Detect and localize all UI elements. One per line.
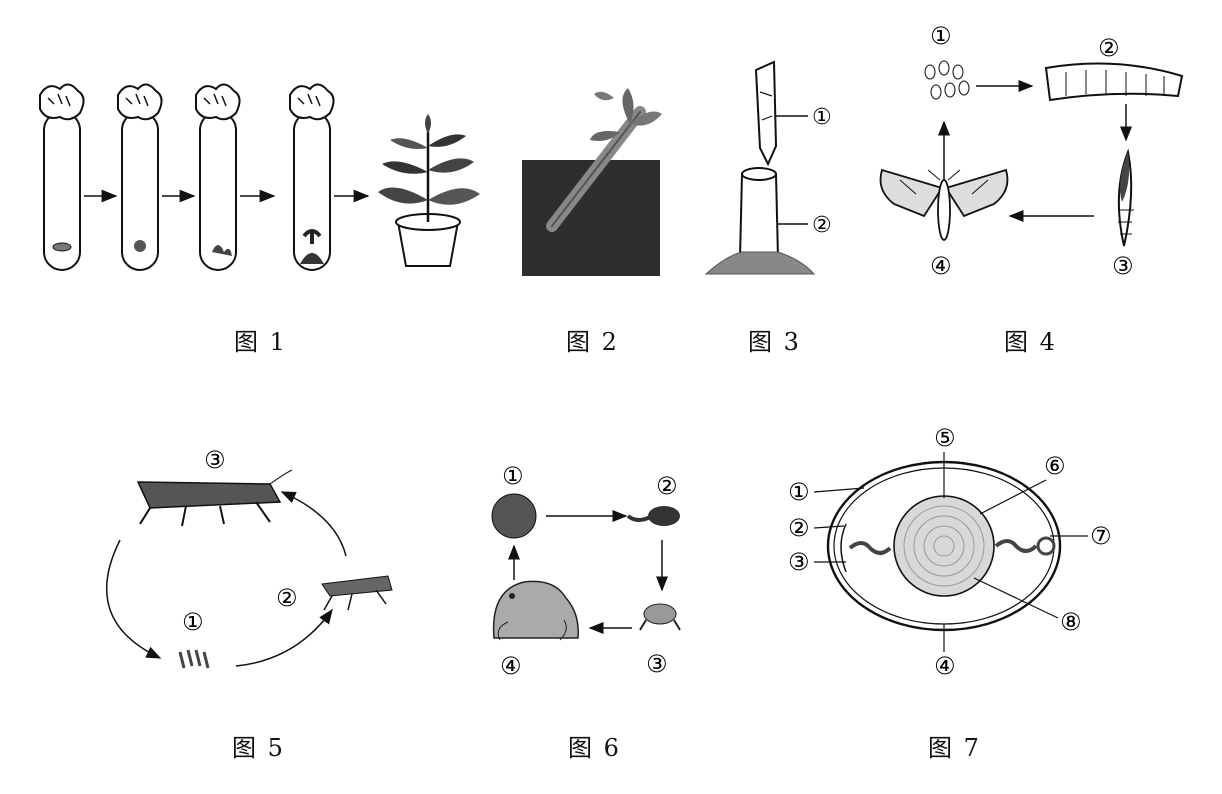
frog-eggs xyxy=(492,494,536,538)
fig7-label-4: ④ xyxy=(934,652,956,680)
fig5-label-1: ① xyxy=(182,608,204,636)
pupa xyxy=(1118,152,1134,246)
fig4-label-3: ③ xyxy=(1112,252,1134,280)
grasshopper-eggs xyxy=(180,650,208,668)
fig4-label-4: ④ xyxy=(930,252,952,280)
caption-figure-6: 图 6 xyxy=(568,728,621,763)
adult-grasshopper xyxy=(138,470,292,526)
test-tube-4 xyxy=(290,84,334,270)
fig7-label-1: ① xyxy=(788,478,810,506)
caption-figure-1: 图 1 xyxy=(234,322,287,357)
caption-figure-7: 图 7 xyxy=(928,728,981,763)
adult-moth xyxy=(881,170,1008,240)
eggs xyxy=(925,61,969,99)
fig7-label-8: ⑧ xyxy=(1060,608,1082,636)
fig7-label-3: ③ xyxy=(788,548,810,576)
tadpole xyxy=(628,506,680,526)
potted-plant xyxy=(378,114,480,266)
fig6-label-2: ② xyxy=(656,472,678,500)
fig5-label-3: ③ xyxy=(204,446,226,474)
fig7-label-5: ⑤ xyxy=(934,424,956,452)
fig4-label-1: ① xyxy=(930,22,952,50)
caption-figure-2: 图 2 xyxy=(566,322,619,357)
figure-4-moth-cycle: ① ② ③ ④ xyxy=(881,22,1183,280)
fig5-label-2: ② xyxy=(276,584,298,612)
figure-5-grasshopper-cycle: ③ ① ② xyxy=(107,446,392,668)
fig6-label-3: ③ xyxy=(646,650,668,678)
fig7-label-7: ⑦ xyxy=(1090,522,1112,550)
fig7-label-2: ② xyxy=(788,514,810,542)
test-tube-2 xyxy=(118,84,162,270)
caption-figure-4: 图 4 xyxy=(1004,322,1057,357)
label-scion-1: ① xyxy=(812,105,832,130)
froglet xyxy=(640,604,680,630)
fig6-label-4: ④ xyxy=(500,652,522,680)
adult-frog xyxy=(494,581,579,640)
fig7-label-6: ⑥ xyxy=(1044,452,1066,480)
caption-figure-5: 图 5 xyxy=(232,728,285,763)
figure-2-cutting xyxy=(522,88,662,276)
figure-3-grafting: ① ② xyxy=(706,62,832,274)
figure-1-tissue-culture xyxy=(40,84,480,270)
figure-6-frog-cycle: ① ② ③ ④ xyxy=(492,462,680,680)
caption-figure-3: 图 3 xyxy=(748,322,801,357)
fig6-label-1: ① xyxy=(502,462,524,490)
fig4-label-2: ② xyxy=(1098,34,1120,62)
rootstock xyxy=(706,168,814,274)
test-tube-1 xyxy=(40,84,84,270)
test-tube-3 xyxy=(196,84,240,270)
scion xyxy=(756,62,776,164)
caterpillar xyxy=(1046,64,1182,101)
figure-7-bird-egg: ⑤ ⑥ ⑦ ⑧ ① ② ③ ④ xyxy=(788,424,1112,680)
nymph xyxy=(322,576,392,610)
label-stock-2: ② xyxy=(812,213,832,238)
